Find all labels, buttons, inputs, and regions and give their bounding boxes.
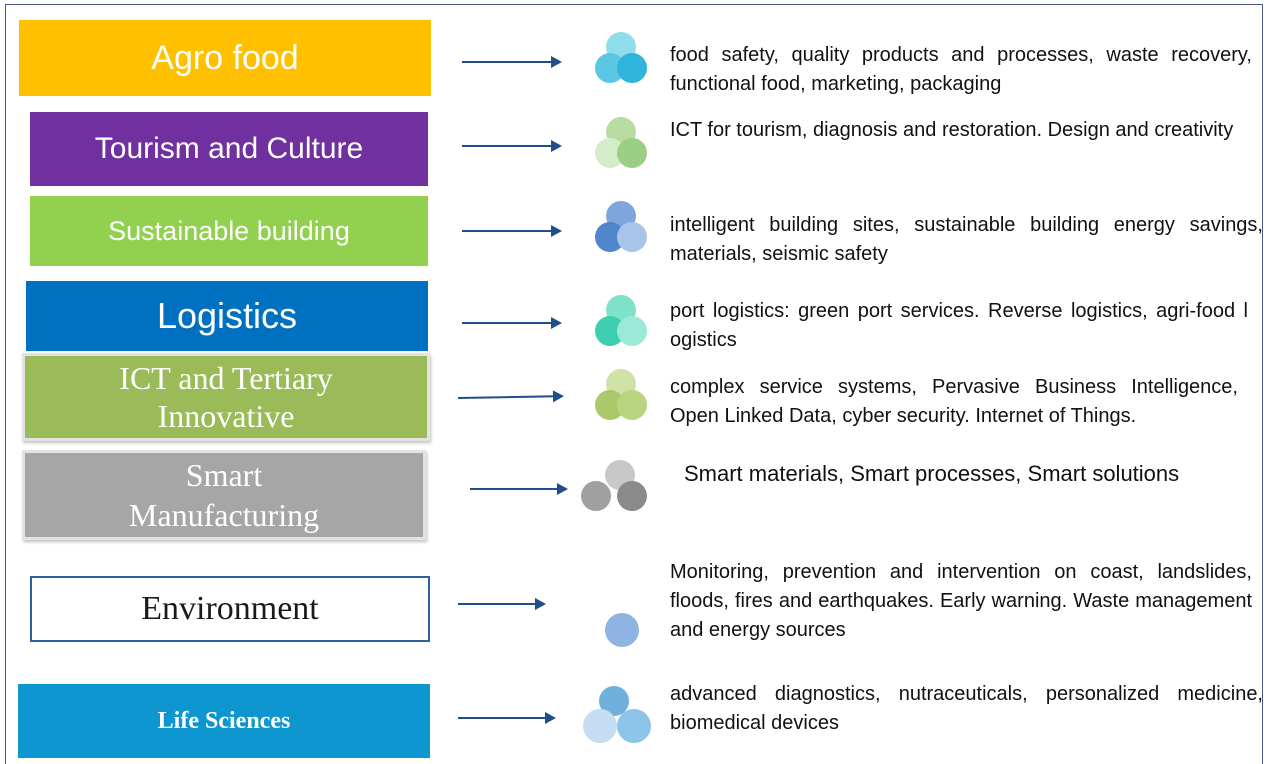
diagram-frame: [5, 4, 1263, 764]
three-circles-icon: [581, 460, 647, 511]
category-box-tourism-and-culture: Tourism and Culture: [30, 112, 428, 186]
three-circles-icon: [595, 117, 647, 168]
description-text: Smart materials, Smart processes, Smart …: [684, 461, 1180, 486]
circle-top: [599, 686, 629, 716]
category-box-agro-food: Agro food: [19, 20, 431, 96]
arrow-icon: [462, 225, 562, 237]
three-circles-icon: [583, 686, 651, 743]
description-text: food safety, quality products and proces…: [670, 44, 1252, 95]
description-text: ICT for tourism, diagnosis and restorati…: [670, 119, 1234, 141]
circle-left: [583, 709, 617, 743]
circle-right: [617, 390, 647, 420]
description-text: Monitoring, prevention and intervention …: [670, 561, 1252, 641]
arrow-icon: [470, 483, 568, 495]
category-label: Environment: [141, 590, 319, 627]
category-box-logistics: Logistics: [26, 281, 428, 351]
category-box-ict-and-tertiary-innovative: ICT and Tertiary Innovative: [22, 353, 430, 441]
description-text: intelligent building sites, sustainable …: [670, 214, 1263, 265]
arrow-icon: [462, 140, 562, 152]
three-circles-icon: [595, 369, 647, 420]
circle-right: [617, 53, 647, 83]
category-label: Logistics: [156, 295, 298, 336]
circle-left: [595, 222, 625, 252]
category-box-life-sciences: Life Sciences: [18, 684, 430, 758]
description-text: port logistics: green port services. Rev…: [670, 300, 1248, 351]
arrow-icon: [462, 317, 562, 329]
category-label: Smart Manufacturing: [128, 457, 320, 533]
circle-right: [617, 709, 651, 743]
description-text: advanced diagnostics, nutraceuticals, pe…: [670, 683, 1263, 734]
circle-left: [595, 390, 625, 420]
category-box-smart-manufacturing: Smart Manufacturing: [22, 450, 426, 540]
circle-right: [617, 222, 647, 252]
circle-right: [617, 138, 647, 168]
circle: [605, 613, 639, 647]
circle-left: [595, 53, 625, 83]
circle-left: [581, 481, 611, 511]
category-label: Agro food: [151, 38, 299, 77]
category-label: Life Sciences: [157, 707, 291, 734]
circle-right: [617, 481, 647, 511]
circle-left: [595, 316, 625, 346]
three-circles-icon: [595, 201, 647, 252]
three-circles-icon: [595, 295, 647, 346]
category-label: Tourism and Culture: [94, 132, 364, 165]
category-label: Sustainable building: [108, 215, 350, 246]
arrow-icon: [458, 712, 556, 724]
circle-right: [617, 316, 647, 346]
category-box-environment: Environment: [30, 576, 430, 642]
category-label: ICT and Tertiary Innovative: [119, 360, 333, 434]
category-box-sustainable-building: Sustainable building: [30, 196, 428, 266]
three-circles-icon: [595, 32, 647, 83]
description-text: complex service systems, Pervasive Busin…: [670, 376, 1238, 427]
arrow-icon: [462, 56, 562, 68]
arrow-icon: [458, 598, 546, 610]
circle-left: [595, 138, 625, 168]
circle-icon: [605, 613, 639, 647]
